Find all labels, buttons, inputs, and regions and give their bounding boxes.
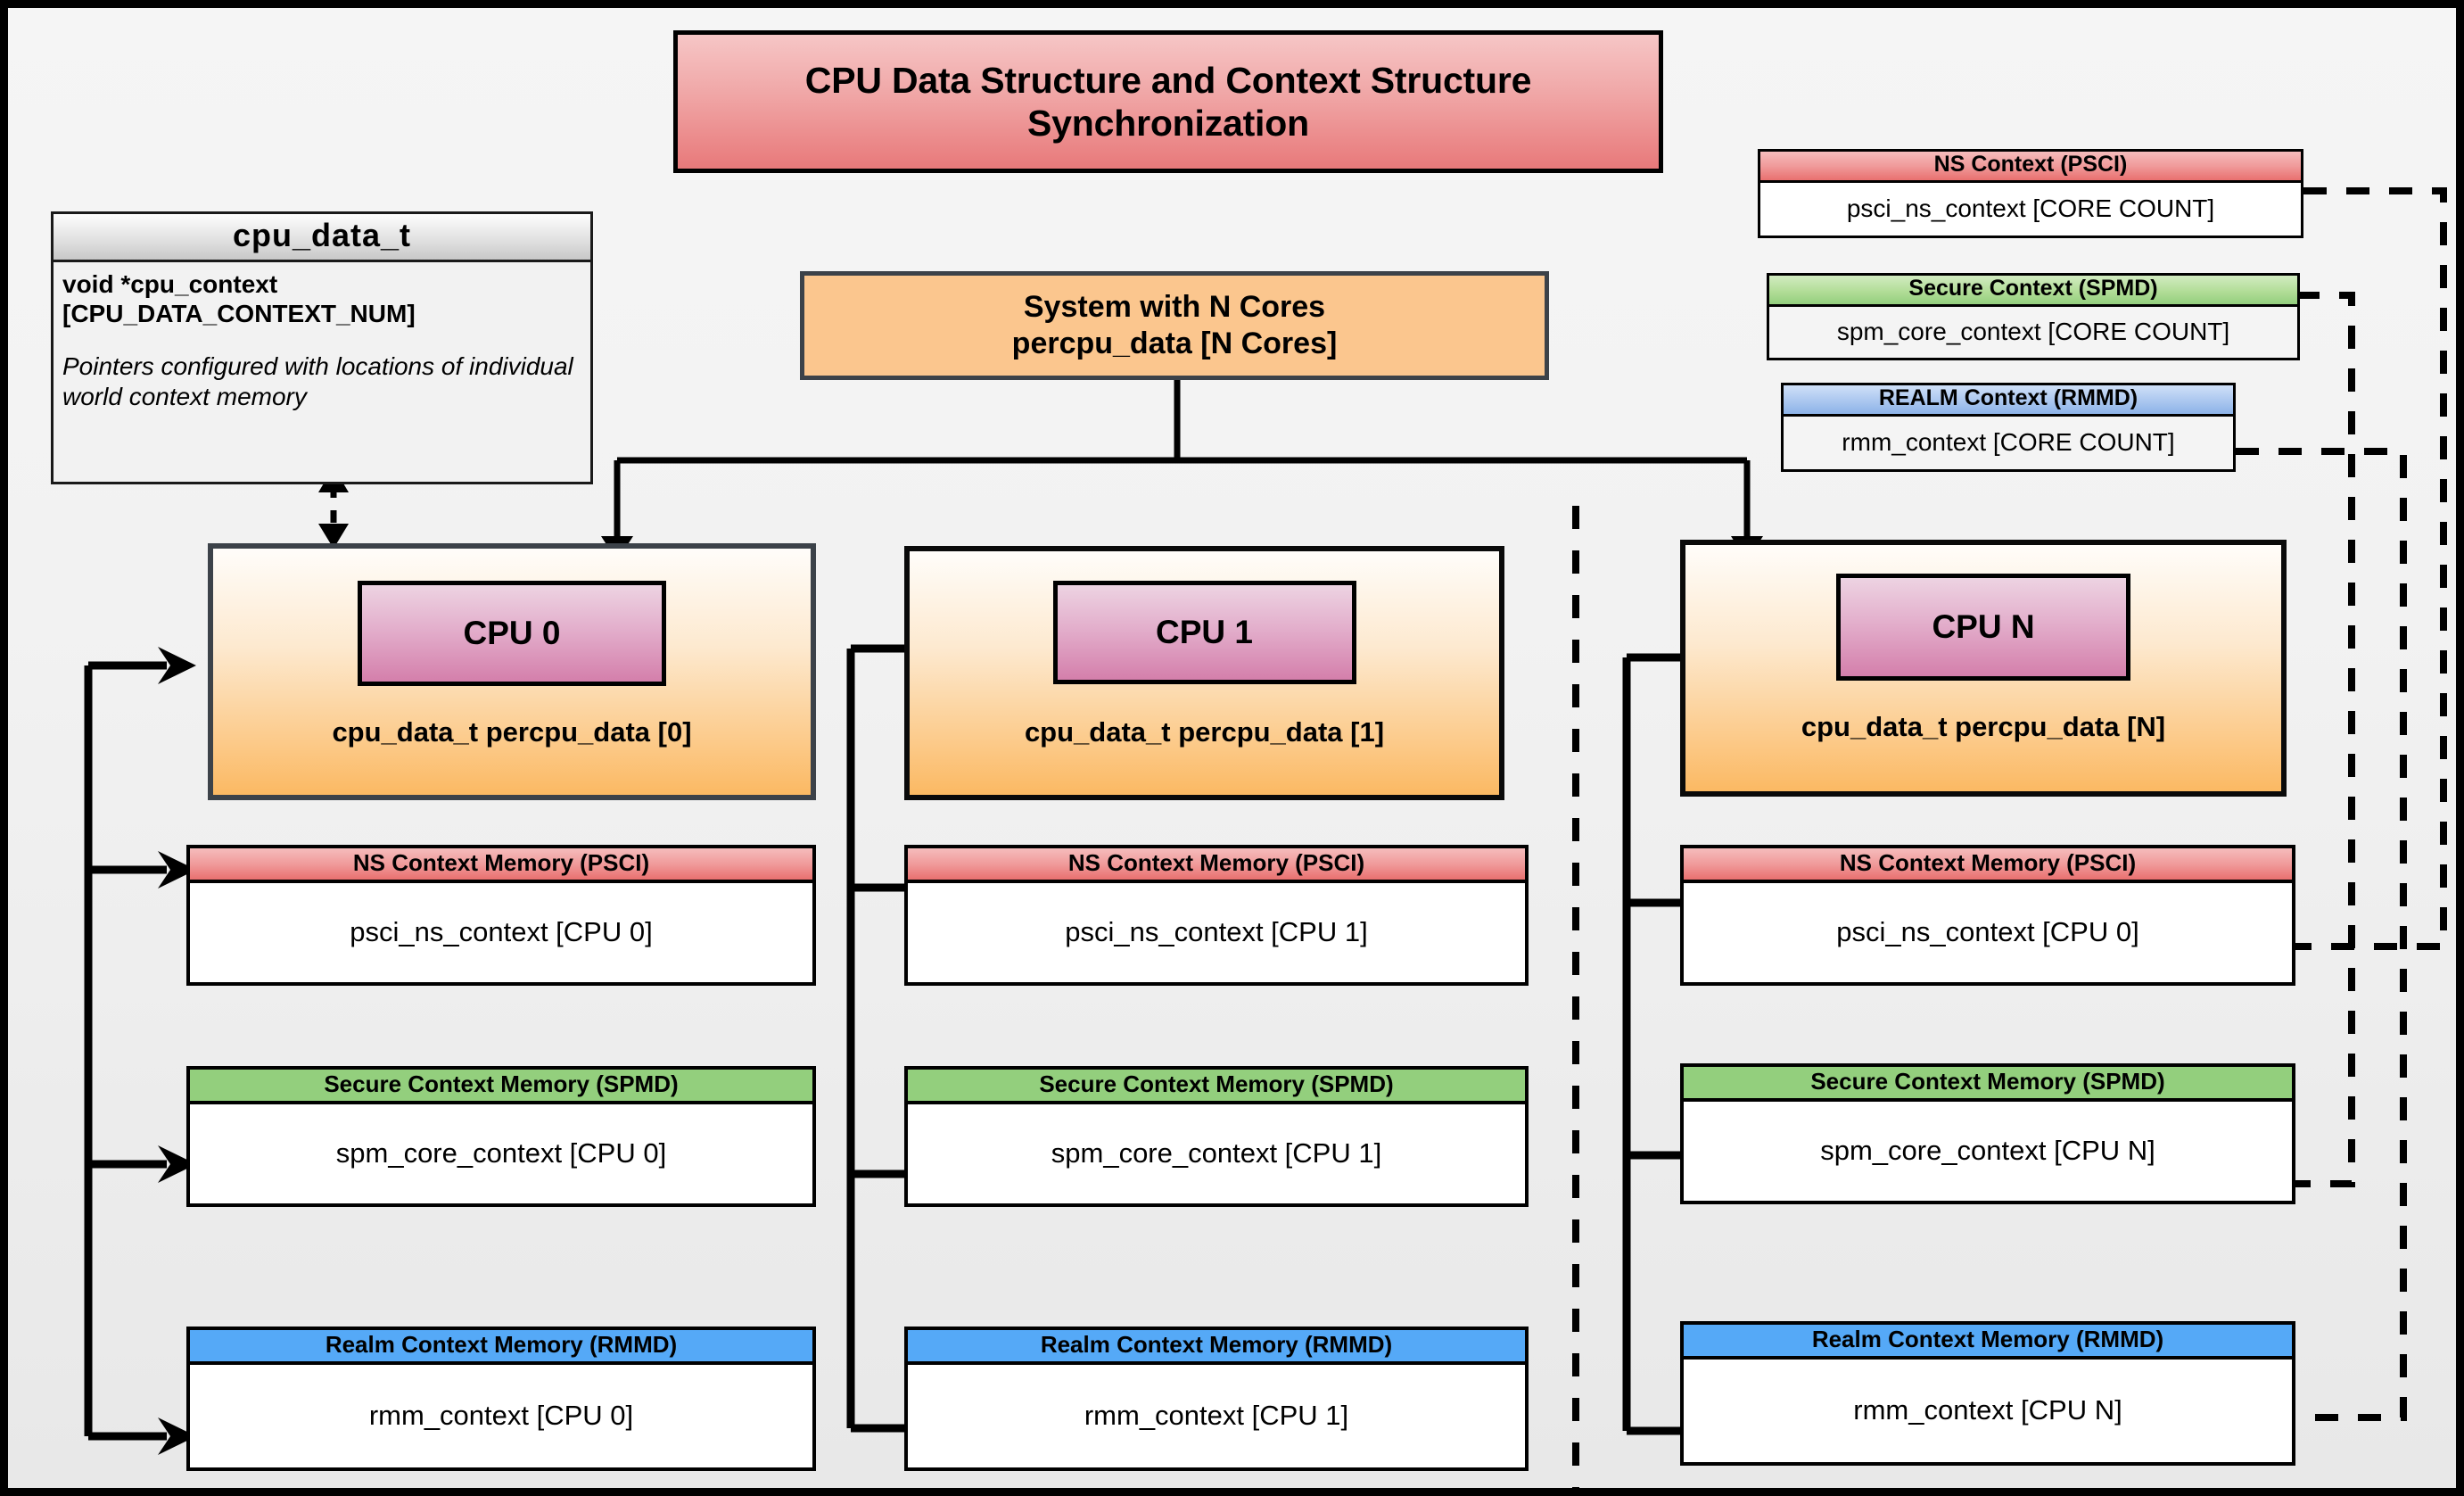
- context-box-0-secure-body: spm_core_context [CPU 0]: [335, 1137, 667, 1170]
- context-box-1-secure: Secure Context Memory (SPMD) spm_core_co…: [904, 1066, 1529, 1207]
- cpu0-context-bus: [84, 661, 167, 1441]
- context-box-1-realm-header: Realm Context Memory (RMMD): [908, 1330, 1525, 1365]
- cpu-label-n: cpu_data_t percpu_data [N]: [1801, 711, 2166, 742]
- struct-body: void *cpu_context [CPU_DATA_CONTEXT_NUM]…: [54, 262, 590, 420]
- context-box-1-ns-header: NS Context Memory (PSCI): [908, 848, 1525, 883]
- struct-header: cpu_data_t: [54, 214, 590, 262]
- cpu-box-n: CPU N cpu_data_t percpu_data [N]: [1680, 540, 2287, 797]
- context-box-1-realm-body: rmm_context [CPU 1]: [1084, 1400, 1349, 1432]
- context-box-n-secure-header: Secure Context Memory (SPMD): [1684, 1067, 2292, 1102]
- context-box-0-realm: Realm Context Memory (RMMD) rmm_context …: [186, 1327, 816, 1471]
- cpu-chip-n: CPU N: [1836, 574, 2130, 681]
- context-box-n-realm: Realm Context Memory (RMMD) rmm_context …: [1680, 1321, 2295, 1466]
- context-box-0-secure-header: Secure Context Memory (SPMD): [190, 1070, 812, 1104]
- context-box-0-secure: Secure Context Memory (SPMD) spm_core_co…: [186, 1066, 816, 1207]
- system-line-2: percpu_data [N Cores]: [1011, 326, 1338, 360]
- summary-context-realm-header: REALM Context (RMMD): [1784, 385, 2233, 417]
- page-title: CPU Data Structure and Context Structure…: [673, 30, 1663, 173]
- context-box-n-ns-header: NS Context Memory (PSCI): [1684, 848, 2292, 883]
- context-box-1-ns-body: psci_ns_context [CPU 1]: [1065, 916, 1368, 948]
- context-box-n-ns-body: psci_ns_context [CPU 0]: [1836, 916, 2139, 948]
- summary-context-ns: NS Context (PSCI) psci_ns_context [CORE …: [1758, 149, 2303, 238]
- context-box-n-secure-body: spm_core_context [CPU N]: [1820, 1135, 2155, 1167]
- cpu-chip-1: CPU 1: [1052, 581, 1356, 684]
- context-box-1-secure-body: spm_core_context [CPU 1]: [1051, 1137, 1382, 1170]
- struct-field: void *cpu_context [CPU_DATA_CONTEXT_NUM]: [62, 270, 416, 328]
- system-to-cpu-bus: [614, 380, 1751, 543]
- summary-context-realm-body: rmm_context [CORE COUNT]: [1784, 416, 2233, 469]
- summary-context-secure-header: Secure Context (SPMD): [1769, 276, 2297, 307]
- cpu-chip-0: CPU 0: [358, 581, 666, 686]
- context-box-n-secure: Secure Context Memory (SPMD) spm_core_co…: [1680, 1063, 2295, 1204]
- context-box-1-realm: Realm Context Memory (RMMD) rmm_context …: [904, 1327, 1529, 1471]
- summary-context-secure-body: spm_core_context [CORE COUNT]: [1769, 306, 2297, 358]
- context-box-0-ns-header: NS Context Memory (PSCI): [190, 848, 812, 883]
- cpu-label-0: cpu_data_t percpu_data [0]: [332, 716, 692, 748]
- context-box-n-ns: NS Context Memory (PSCI) psci_ns_context…: [1680, 845, 2295, 986]
- cpu-data-t-struct: cpu_data_t void *cpu_context [CPU_DATA_C…: [51, 211, 593, 484]
- system-line-1: System with N Cores: [1023, 290, 1326, 325]
- struct-note: Pointers configured with locations of in…: [62, 352, 573, 410]
- context-box-0-ns: NS Context Memory (PSCI) psci_ns_context…: [186, 845, 816, 986]
- context-box-0-ns-body: psci_ns_context [CPU 0]: [350, 916, 653, 948]
- context-box-n-realm-body: rmm_context [CPU N]: [1853, 1394, 2122, 1426]
- system-box: System with N Cores percpu_data [N Cores…: [800, 271, 1549, 380]
- cpu-label-1: cpu_data_t percpu_data [1]: [1024, 716, 1385, 748]
- context-box-0-realm-body: rmm_context [CPU 0]: [368, 1400, 634, 1432]
- cpu-box-0: CPU 0 cpu_data_t percpu_data [0]: [208, 543, 816, 800]
- context-box-n-realm-header: Realm Context Memory (RMMD): [1684, 1325, 2292, 1360]
- summary-context-secure: Secure Context (SPMD) spm_core_context […: [1767, 273, 2300, 360]
- summary-context-ns-header: NS Context (PSCI): [1760, 152, 2301, 183]
- context-box-1-secure-header: Secure Context Memory (SPMD): [908, 1070, 1525, 1104]
- summary-context-realm: REALM Context (RMMD) rmm_context [CORE C…: [1781, 383, 2236, 472]
- context-box-1-ns: NS Context Memory (PSCI) psci_ns_context…: [904, 845, 1529, 986]
- system-box-text: System with N Cores percpu_data [N Cores…: [1012, 289, 1338, 362]
- context-box-0-realm-header: Realm Context Memory (RMMD): [190, 1330, 812, 1365]
- cpu-box-1: CPU 1 cpu_data_t percpu_data [1]: [904, 546, 1504, 800]
- summary-context-ns-body: psci_ns_context [CORE COUNT]: [1760, 182, 2301, 236]
